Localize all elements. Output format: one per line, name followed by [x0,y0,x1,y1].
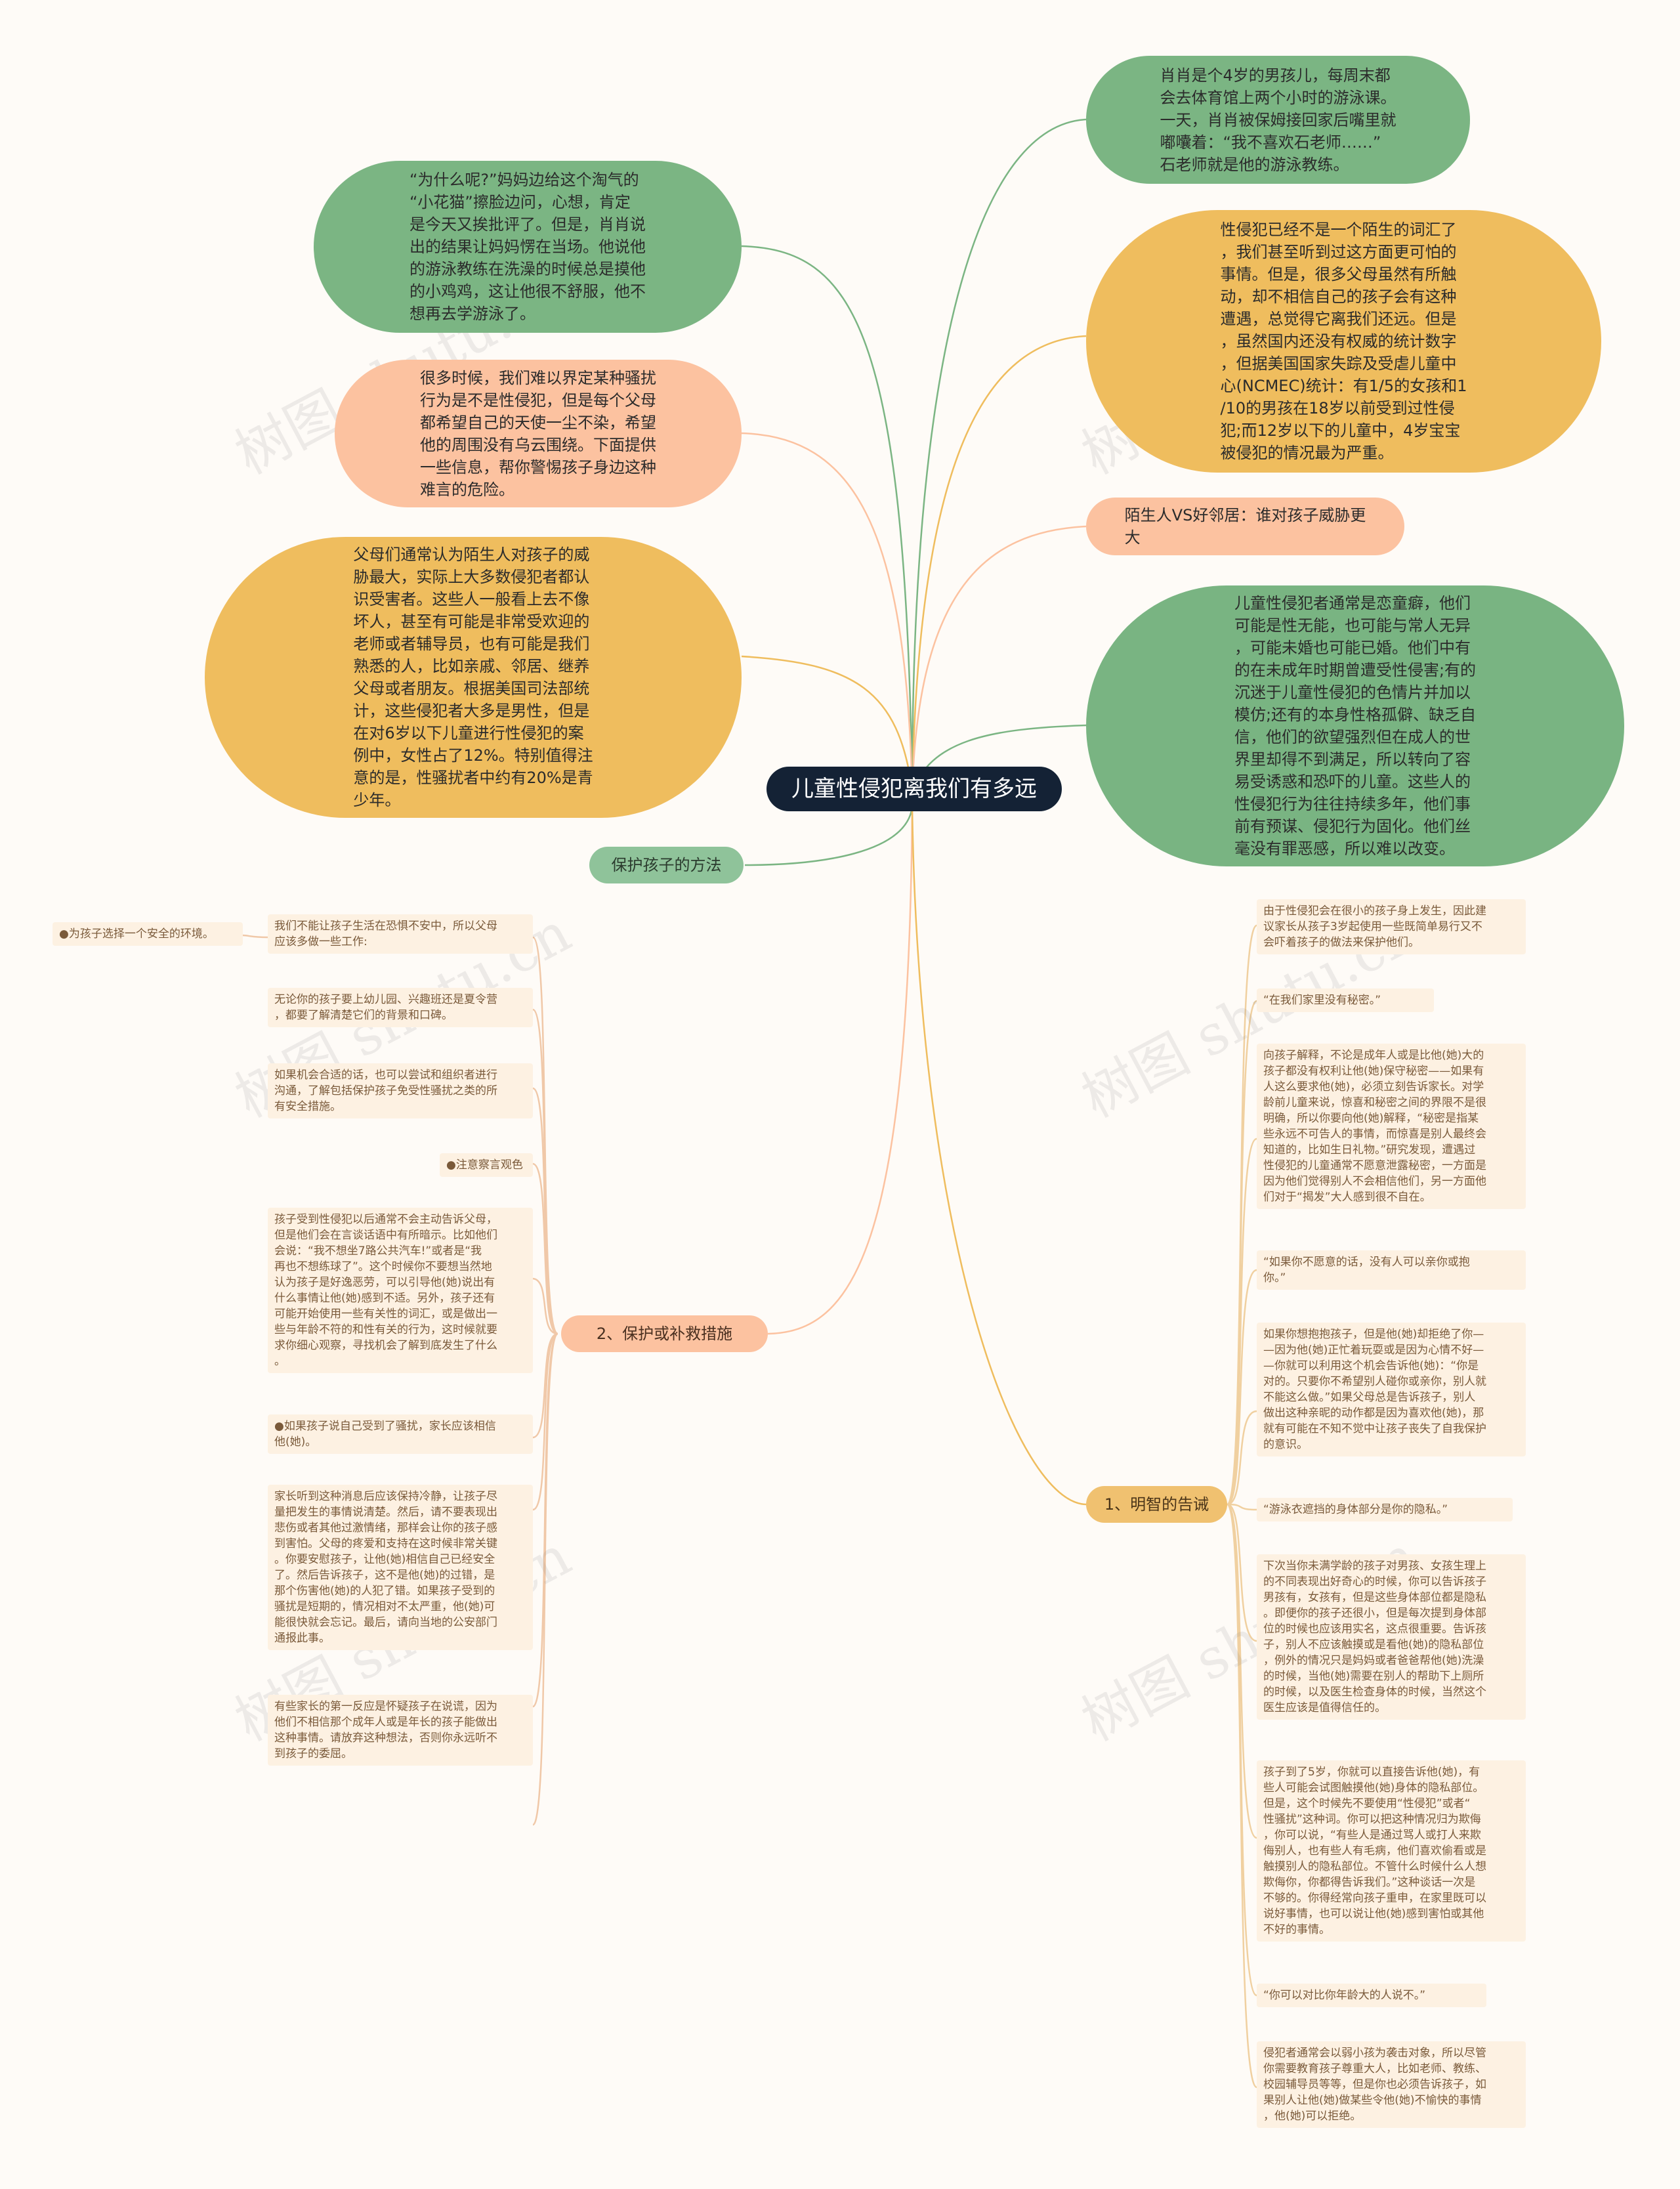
leaf-stay-calm[interactable]: 家长听到这种消息后应该保持冷静，让孩子尽 量把发生的事情说清楚。然后，请不要表现… [268,1485,533,1650]
topic-mother-asks[interactable]: “为什么呢?”妈妈边给这个淘气的 “小花猫”擦脸边问，心想，肯定 是今天又挨批评… [314,161,742,333]
leaf-no-kiss-hug[interactable]: “如果你不愿意的话，没有人可以亲你或抱 你。” [1257,1250,1526,1290]
leaf-say-no[interactable]: “你可以对比你年龄大的人说不。” [1257,1984,1486,2007]
leaf-text: 由于性侵犯会在很小的孩子身上发生，因此建 议家长从孩子3岁起使用一些既简单易行又… [1263,904,1486,949]
leaf-explain-secrets[interactable]: 向孩子解释，不论是成年人或是比他(她)大的 孩子都没有权利让他(她)保守秘密——… [1257,1044,1526,1209]
leaf-start-at-three[interactable]: 由于性侵犯会在很小的孩子身上发生，因此建 议家长从孩子3岁起使用一些既简单易行又… [1257,899,1526,954]
leaf-parents-work[interactable]: 我们不能让孩子生活在恐惧不安中，所以父母 应该多做一些工作: [268,914,533,954]
root-topic-label: 儿童性侵犯离我们有多远 [791,776,1037,802]
leaf-text: 家长听到这种消息后应该保持冷静，让孩子尽 量把发生的事情说清楚。然后，请不要表现… [274,1490,497,1645]
topic-text: 父母们通常认为陌生人对孩子的威 胁最大，实际上大多数侵犯者都认 识受害者。这些人… [353,545,593,809]
branch-remedy-measures[interactable]: 2、保护或补救措施 [561,1315,768,1352]
leaf-know-background[interactable]: 无论你的孩子要上幼儿园、兴趣班还是夏令营 ，都要了解清楚它们的背景和口碑。 [268,988,533,1027]
leaf-text: “你可以对比你年龄大的人说不。” [1263,1989,1426,2002]
leaf-text: ●如果孩子说自己受到了骚扰，家长应该相信 他(她)。 [274,1420,496,1449]
topic-story-xiaoxiao[interactable]: 肖肖是个4岁的男孩儿，每周末都 会去体育馆上两个小时的游泳课。 一天，肖肖被保姆… [1086,56,1470,184]
topic-stranger-vs-neighbor[interactable]: 陌生人VS好邻居：谁对孩子威胁更 大 [1086,498,1404,555]
leaf-text: 如果机会合适的话，也可以尝试和组织者进行 沟通，了解包括保护孩子免受性骚扰之类的… [274,1069,497,1113]
leaf-child-hints[interactable]: 孩子受到性侵犯以后通常不会主动告诉父母， 但是他们会在言谈话语中有所暗示。比如他… [268,1208,533,1373]
topic-text: 肖肖是个4岁的男孩儿，每周末都 会去体育馆上两个小时的游泳课。 一天，肖肖被保姆… [1160,66,1396,174]
topic-text: “为什么呢?”妈妈边给这个淘气的 “小花猫”擦脸边问，心想，肯定 是今天又挨批评… [410,171,646,323]
leaf-text: ●注意察言观色 [446,1158,523,1172]
leaf-safe-environment[interactable]: ●为孩子选择一个安全的环境。 [52,922,243,946]
topic-text: 儿童性侵犯者通常是恋童癖，他们 可能是性无能，也可能与常人无异 ，可能未婚也可能… [1234,594,1477,858]
leaf-contact-organizers[interactable]: 如果机会合适的话，也可以尝试和组织者进行 沟通，了解包括保护孩子免受性骚扰之类的… [268,1063,533,1118]
leaf-do-not-doubt[interactable]: 有些家长的第一反应是怀疑孩子在说谎，因为 他们不相信那个成年人或是年长的孩子能做… [268,1695,533,1766]
leaf-body-parts[interactable]: 下次当你未满学龄的孩子对男孩、女孩生理上 的不同表现出好奇心的时候，你可以告诉孩… [1257,1554,1526,1720]
branch-label: 2、保护或补救措施 [596,1325,733,1343]
leaf-text: 向孩子解释，不论是成年人或是比他(她)大的 孩子都没有权利让他(她)保守秘密——… [1263,1049,1486,1204]
leaf-text: 孩子到了5岁，你就可以直接告诉他(她)，有 些人可能会试图触摸他(她)身体的隐私… [1263,1766,1486,1936]
leaf-believe-child[interactable]: ●如果孩子说自己受到了骚扰，家长应该相信 他(她)。 [268,1414,533,1454]
leaf-no-secrets[interactable]: “在我们家里没有秘密。” [1257,988,1434,1012]
topic-define-harassment[interactable]: 很多时候，我们难以界定某种骚扰 行为是不是性侵犯，但是每个父母 都希望自己的天使… [335,360,742,507]
leaf-text: “如果你不愿意的话，没有人可以亲你或抱 你。” [1263,1256,1470,1285]
branch-label: 保护孩子的方法 [611,856,722,874]
leaf-text: 下次当你未满学龄的孩子对男孩、女孩生理上 的不同表现出好奇心的时候，你可以告诉孩… [1263,1560,1486,1714]
leaf-text: 孩子受到性侵犯以后通常不会主动告诉父母， 但是他们会在言谈话语中有所暗示。比如他… [274,1213,497,1368]
topic-statistics[interactable]: 性侵犯已经不是一个陌生的词汇了 ，我们甚至听到过这方面更可怕的 事情。但是，很多… [1086,210,1601,473]
leaf-refuse-adults[interactable]: 侵犯者通常会以弱小孩为袭击对象，所以尽管 你需要教育孩子尊重大人，比如老师、教练… [1257,2041,1526,2128]
topic-offender-profile[interactable]: 儿童性侵犯者通常是恋童癖，他们 可能是性无能，也可能与常人无异 ，可能未婚也可能… [1086,585,1624,866]
leaf-text: ●为孩子选择一个安全的环境。 [59,927,214,941]
topic-text: 很多时候，我们难以界定某种骚扰 行为是不是性侵犯，但是每个父母 都希望自己的天使… [420,368,656,499]
topic-text: 陌生人VS好邻居：谁对孩子威胁更 大 [1124,506,1366,547]
topic-acquaintance-offenders[interactable]: 父母们通常认为陌生人对孩子的威 胁最大，实际上大多数侵犯者都认 识受害者。这些人… [205,537,742,818]
leaf-observe[interactable]: ●注意察言观色 [440,1153,533,1177]
leaf-text: 我们不能让孩子生活在恐惧不安中，所以父母 应该多做一些工作: [274,920,497,948]
topic-text: 性侵犯已经不是一个陌生的词汇了 ，我们甚至听到过这方面更可怕的 事情。但是，很多… [1220,221,1467,462]
leaf-text: 侵犯者通常会以弱小孩为袭击对象，所以尽管 你需要教育孩子尊重大人，比如老师、教练… [1263,2047,1486,2123]
leaf-text: 有些家长的第一反应是怀疑孩子在说谎，因为 他们不相信那个成年人或是年长的孩子能做… [274,1700,497,1760]
branch-wise-advice[interactable]: 1、明智的告诫 [1086,1486,1227,1523]
leaf-swimsuit-rule[interactable]: “游泳衣遮挡的身体部分是你的隐私。” [1257,1498,1513,1521]
leaf-age-five[interactable]: 孩子到了5岁，你就可以直接告诉他(她)，有 些人可能会试图触摸他(她)身体的隐私… [1257,1760,1526,1942]
leaf-text: “游泳衣遮挡的身体部分是你的隐私。” [1263,1503,1448,1516]
branch-label: 1、明智的告诫 [1104,1495,1209,1514]
leaf-text: “在我们家里没有秘密。” [1263,994,1381,1007]
leaf-text: 无论你的孩子要上幼儿园、兴趣班还是夏令营 ，都要了解清楚它们的背景和口碑。 [274,993,497,1022]
branch-protect-methods[interactable]: 保护孩子的方法 [589,847,744,883]
root-topic[interactable]: 儿童性侵犯离我们有多远 [766,767,1062,811]
leaf-refuse-hug[interactable]: 如果你想抱抱孩子，但是他(她)却拒绝了你— —因为他(她)正忙着玩耍或是因为心情… [1257,1323,1526,1456]
leaf-text: 如果你想抱抱孩子，但是他(她)却拒绝了你— —因为他(她)正忙着玩耍或是因为心情… [1263,1328,1486,1451]
